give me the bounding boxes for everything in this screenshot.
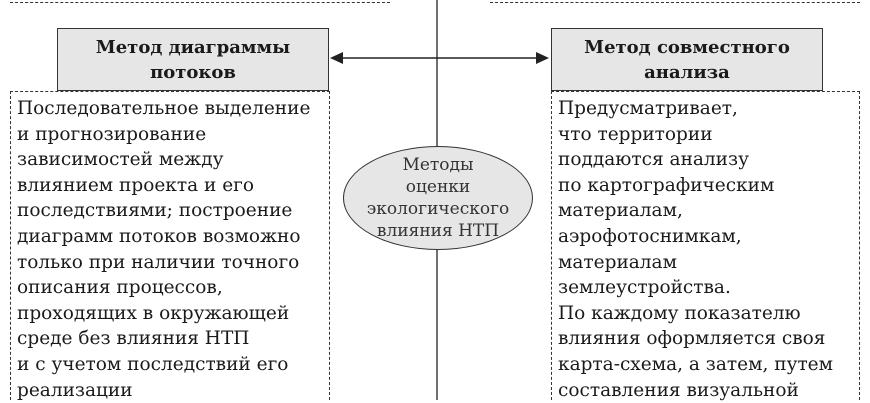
left-header-line: потоков [150, 61, 236, 83]
text-line: по картографическим [558, 174, 775, 196]
text-line: среде без влияния НТП [17, 328, 250, 350]
left-description-box: Последовательное выделение и прогнозиров… [10, 91, 330, 401]
top-right-dashed-line [490, 2, 860, 3]
text-line: поддаются анализу [558, 149, 749, 171]
text-line: материалам, [558, 200, 683, 222]
text-line: реализации [17, 379, 133, 401]
arrow-head-left [330, 52, 343, 64]
text-line: влиянием проекта и его [17, 174, 255, 196]
text-line: и прогнозирование [17, 123, 207, 145]
text-line: что территории [558, 123, 713, 145]
center-ellipse: Методы оценки экологического влияния НТП [343, 146, 533, 250]
center-line: экологического [366, 199, 510, 219]
text-line: По каждому показателю [558, 302, 801, 324]
right-method-header: Метод совместного анализа [551, 28, 823, 91]
text-line: и с учетом последствий его [17, 353, 289, 375]
text-line: аэрофотоснимкам, [558, 225, 742, 247]
arrow-head-right [536, 52, 549, 64]
text-line: составления визуальной [558, 379, 799, 401]
text-line: последствиями; построение [17, 200, 293, 222]
text-line: влияния оформляется своя [558, 328, 826, 350]
text-line: только при наличии точного [17, 251, 300, 273]
center-line: оценки [405, 177, 471, 197]
text-line: карта-схема, а затем, путем [558, 353, 834, 375]
right-header-line: анализа [644, 61, 730, 83]
text-line: зависимостей между [17, 149, 224, 171]
text-line: проходящих в окружающей [17, 302, 290, 324]
text-line: описания процессов, [17, 277, 223, 299]
center-line: Методы [402, 155, 474, 175]
center-line: влияния НТП [376, 221, 500, 241]
right-description-box: Предусматривает, что территории поддаютс… [551, 91, 860, 401]
text-line: Последовательное выделение [17, 98, 311, 119]
top-left-dashed-line [10, 2, 390, 3]
text-line: землеустройства. [558, 277, 731, 299]
left-method-header: Метод диаграммы потоков [57, 28, 329, 91]
text-line: Предусматривает, [558, 98, 738, 119]
left-header-line: Метод диаграммы [95, 36, 291, 58]
text-line: материалам [558, 251, 677, 273]
text-line: диаграмм потоков возможно [17, 225, 301, 247]
right-header-line: Метод совместного [584, 36, 790, 58]
